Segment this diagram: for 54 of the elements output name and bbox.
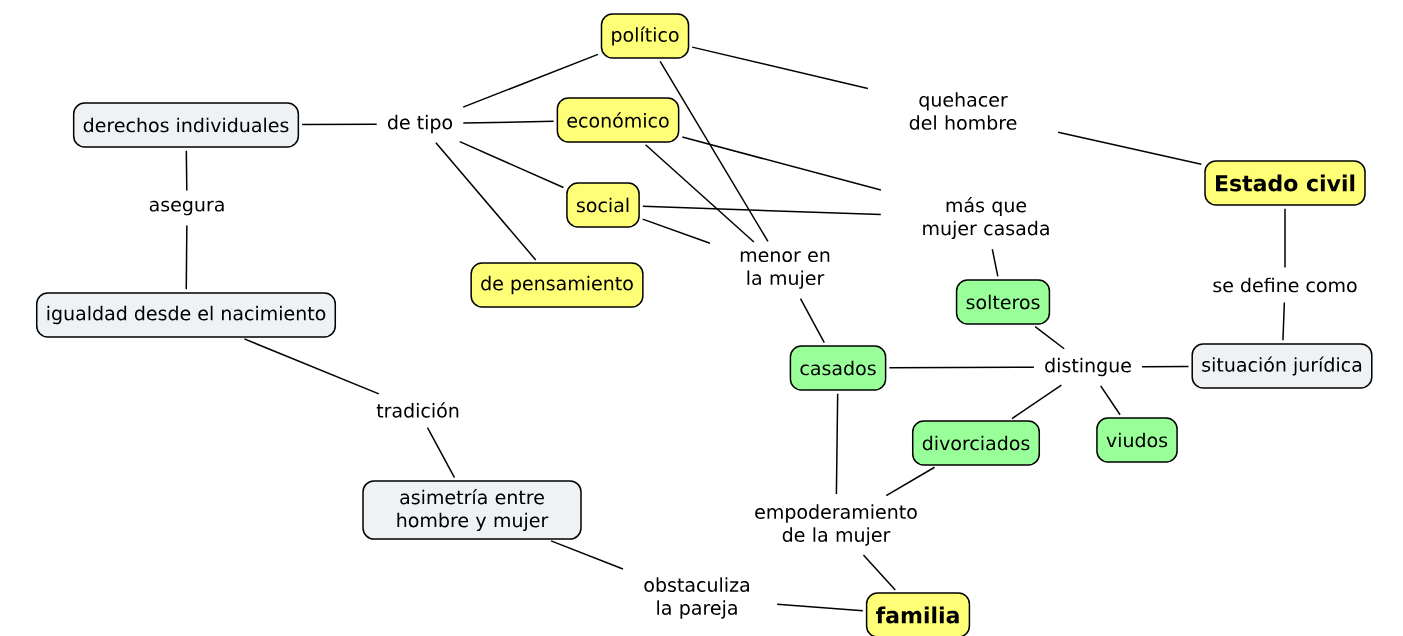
concept-box: situación jurídica [1191, 343, 1373, 389]
linking-phrase: distingue [1045, 357, 1131, 377]
concept-box: derechos individuales [72, 102, 300, 148]
connector-line [301, 123, 378, 126]
linking-phrase: se define como [1213, 277, 1357, 293]
connector-line [426, 426, 456, 479]
connector-line [991, 248, 999, 278]
connector-line [862, 554, 896, 591]
linking-phrase: quehacer del hombre [909, 92, 1017, 130]
connector-line [691, 46, 869, 90]
connector-line [799, 297, 826, 344]
connector-line [1099, 385, 1121, 416]
concept-box: político [600, 13, 690, 59]
concept-box: familia [865, 592, 971, 636]
concept-box: divorciados [912, 420, 1041, 466]
linking-phrase: de tipo [387, 114, 453, 134]
linking-phrase: empoderamiento de la mujer [755, 504, 917, 546]
connector-line [550, 540, 624, 570]
linking-phrase: más que mujer casada [923, 196, 1049, 240]
concept-box: solteros [955, 279, 1051, 325]
connector-line [888, 366, 1035, 369]
connector-line [885, 466, 936, 497]
connector-line [185, 224, 188, 290]
concept-box: casados [789, 345, 887, 391]
connector-line [641, 218, 711, 244]
connector-line [243, 338, 380, 395]
connector-line [462, 120, 555, 124]
concept-box: asimetría entre hombre y mujer [362, 480, 582, 540]
connector-line [185, 150, 188, 192]
connector-line [642, 205, 882, 216]
connector-line [644, 144, 755, 243]
connector-line [776, 603, 864, 612]
concept-box: social [566, 182, 640, 228]
connector-line [462, 53, 599, 108]
connector-line [1141, 365, 1190, 368]
linking-phrase: asegura [149, 200, 224, 216]
concept-box: viudos [1096, 417, 1178, 463]
connector-line [1282, 301, 1286, 341]
connector-line [1034, 325, 1065, 350]
linking-phrase: obstaculiza la pareja [644, 577, 749, 619]
connector-line [459, 140, 565, 189]
connector-line [659, 60, 769, 243]
linking-phrase: tradición [376, 402, 459, 418]
connector-line [1011, 384, 1063, 420]
connector-line [681, 136, 882, 191]
concept-box: económico [556, 97, 680, 143]
concept-box: de pensamiento [470, 262, 644, 308]
connector-line [1284, 208, 1286, 269]
concept-box: Estado civil [1204, 160, 1366, 206]
linking-phrase: menor en la mujer [740, 251, 830, 289]
connector-line [435, 141, 537, 261]
connector-line [1057, 131, 1203, 166]
concept-box: igualdad desde el nacimiento [36, 292, 337, 338]
connector-line [835, 393, 839, 495]
